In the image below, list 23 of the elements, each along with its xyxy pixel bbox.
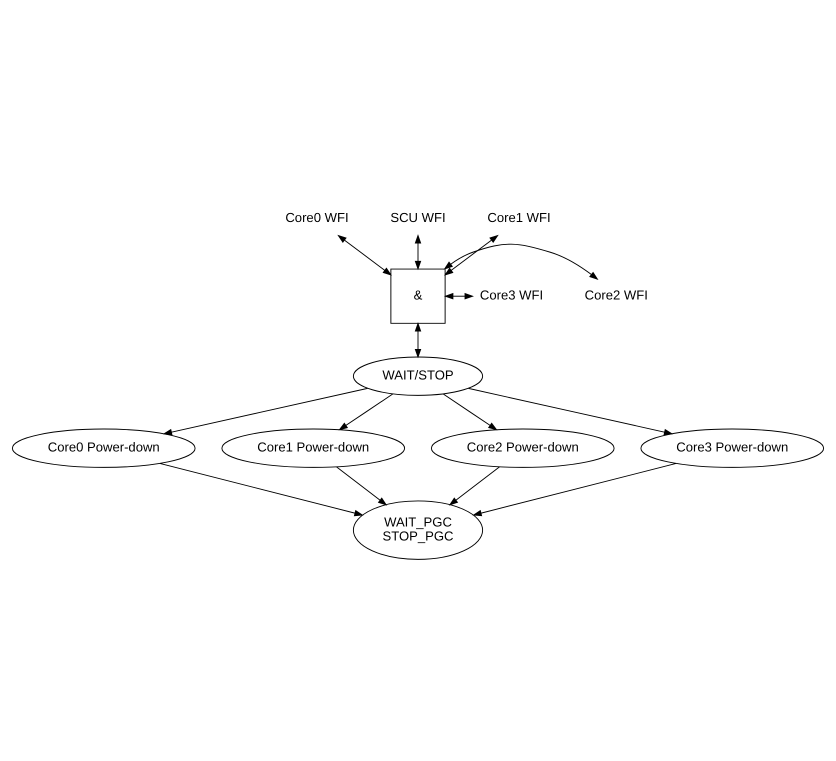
arrow bbox=[448, 466, 500, 506]
arrow bbox=[444, 292, 474, 300]
arrow bbox=[472, 463, 677, 516]
arrow bbox=[442, 393, 498, 430]
arrow bbox=[338, 393, 394, 430]
arrow bbox=[414, 322, 422, 358]
arrow bbox=[162, 388, 368, 436]
arrow bbox=[414, 234, 422, 270]
node-text: Core0 WFI bbox=[285, 210, 349, 226]
node-ellipse: Core1 Power-down bbox=[221, 428, 406, 468]
arrow bbox=[444, 234, 499, 276]
arrow bbox=[336, 466, 388, 506]
node-text: Core2 WFI bbox=[584, 288, 648, 303]
arrow bbox=[159, 463, 364, 516]
node-ellipse: WAIT/STOP bbox=[352, 356, 484, 396]
node-ellipse: Core2 Power-down bbox=[430, 428, 615, 468]
node-text: Core1 WFI bbox=[487, 210, 551, 226]
arrow bbox=[468, 388, 674, 436]
arrow bbox=[337, 234, 392, 276]
arrow bbox=[444, 244, 598, 280]
node-text: Core3 WFI bbox=[480, 288, 544, 303]
node-text: SCU WFI bbox=[390, 210, 446, 226]
node-box: & bbox=[390, 268, 446, 324]
